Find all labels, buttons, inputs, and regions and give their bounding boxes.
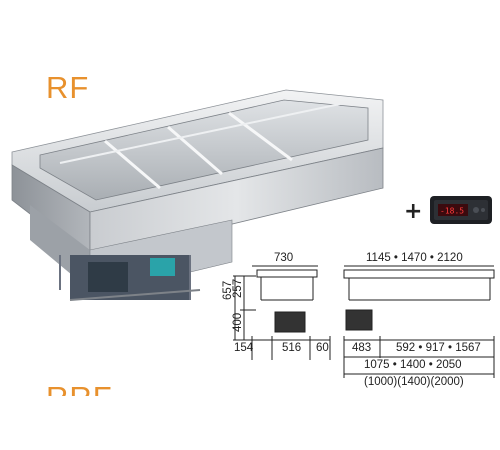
plus-sign: + [404,199,423,224]
svg-text:-18.5: -18.5 [440,207,464,216]
front-offset-label: 483 [352,342,372,354]
side-width-label: 730 [274,252,294,264]
next-series-title: RRF [46,380,113,396]
controller-icon: -18.5 [430,196,492,224]
side-height-lower-label: 400 [232,312,244,332]
front-bottom-width-label: 1075 • 1400 • 2050 [364,359,462,371]
side-bottom-left-label: 154 [234,342,254,354]
front-inner-width-label: 592 • 917 • 1567 [396,342,481,354]
front-width-label: 1145 • 1470 • 2120 [366,252,463,264]
front-bracket-width-label: (1000)(1400)(2000) [364,376,464,388]
side-bottom-mid-label: 516 [282,342,302,354]
side-height-upper-label: 257 [232,278,244,298]
side-bottom-right-label: 60 [316,342,329,354]
series-title: RF [46,70,90,105]
